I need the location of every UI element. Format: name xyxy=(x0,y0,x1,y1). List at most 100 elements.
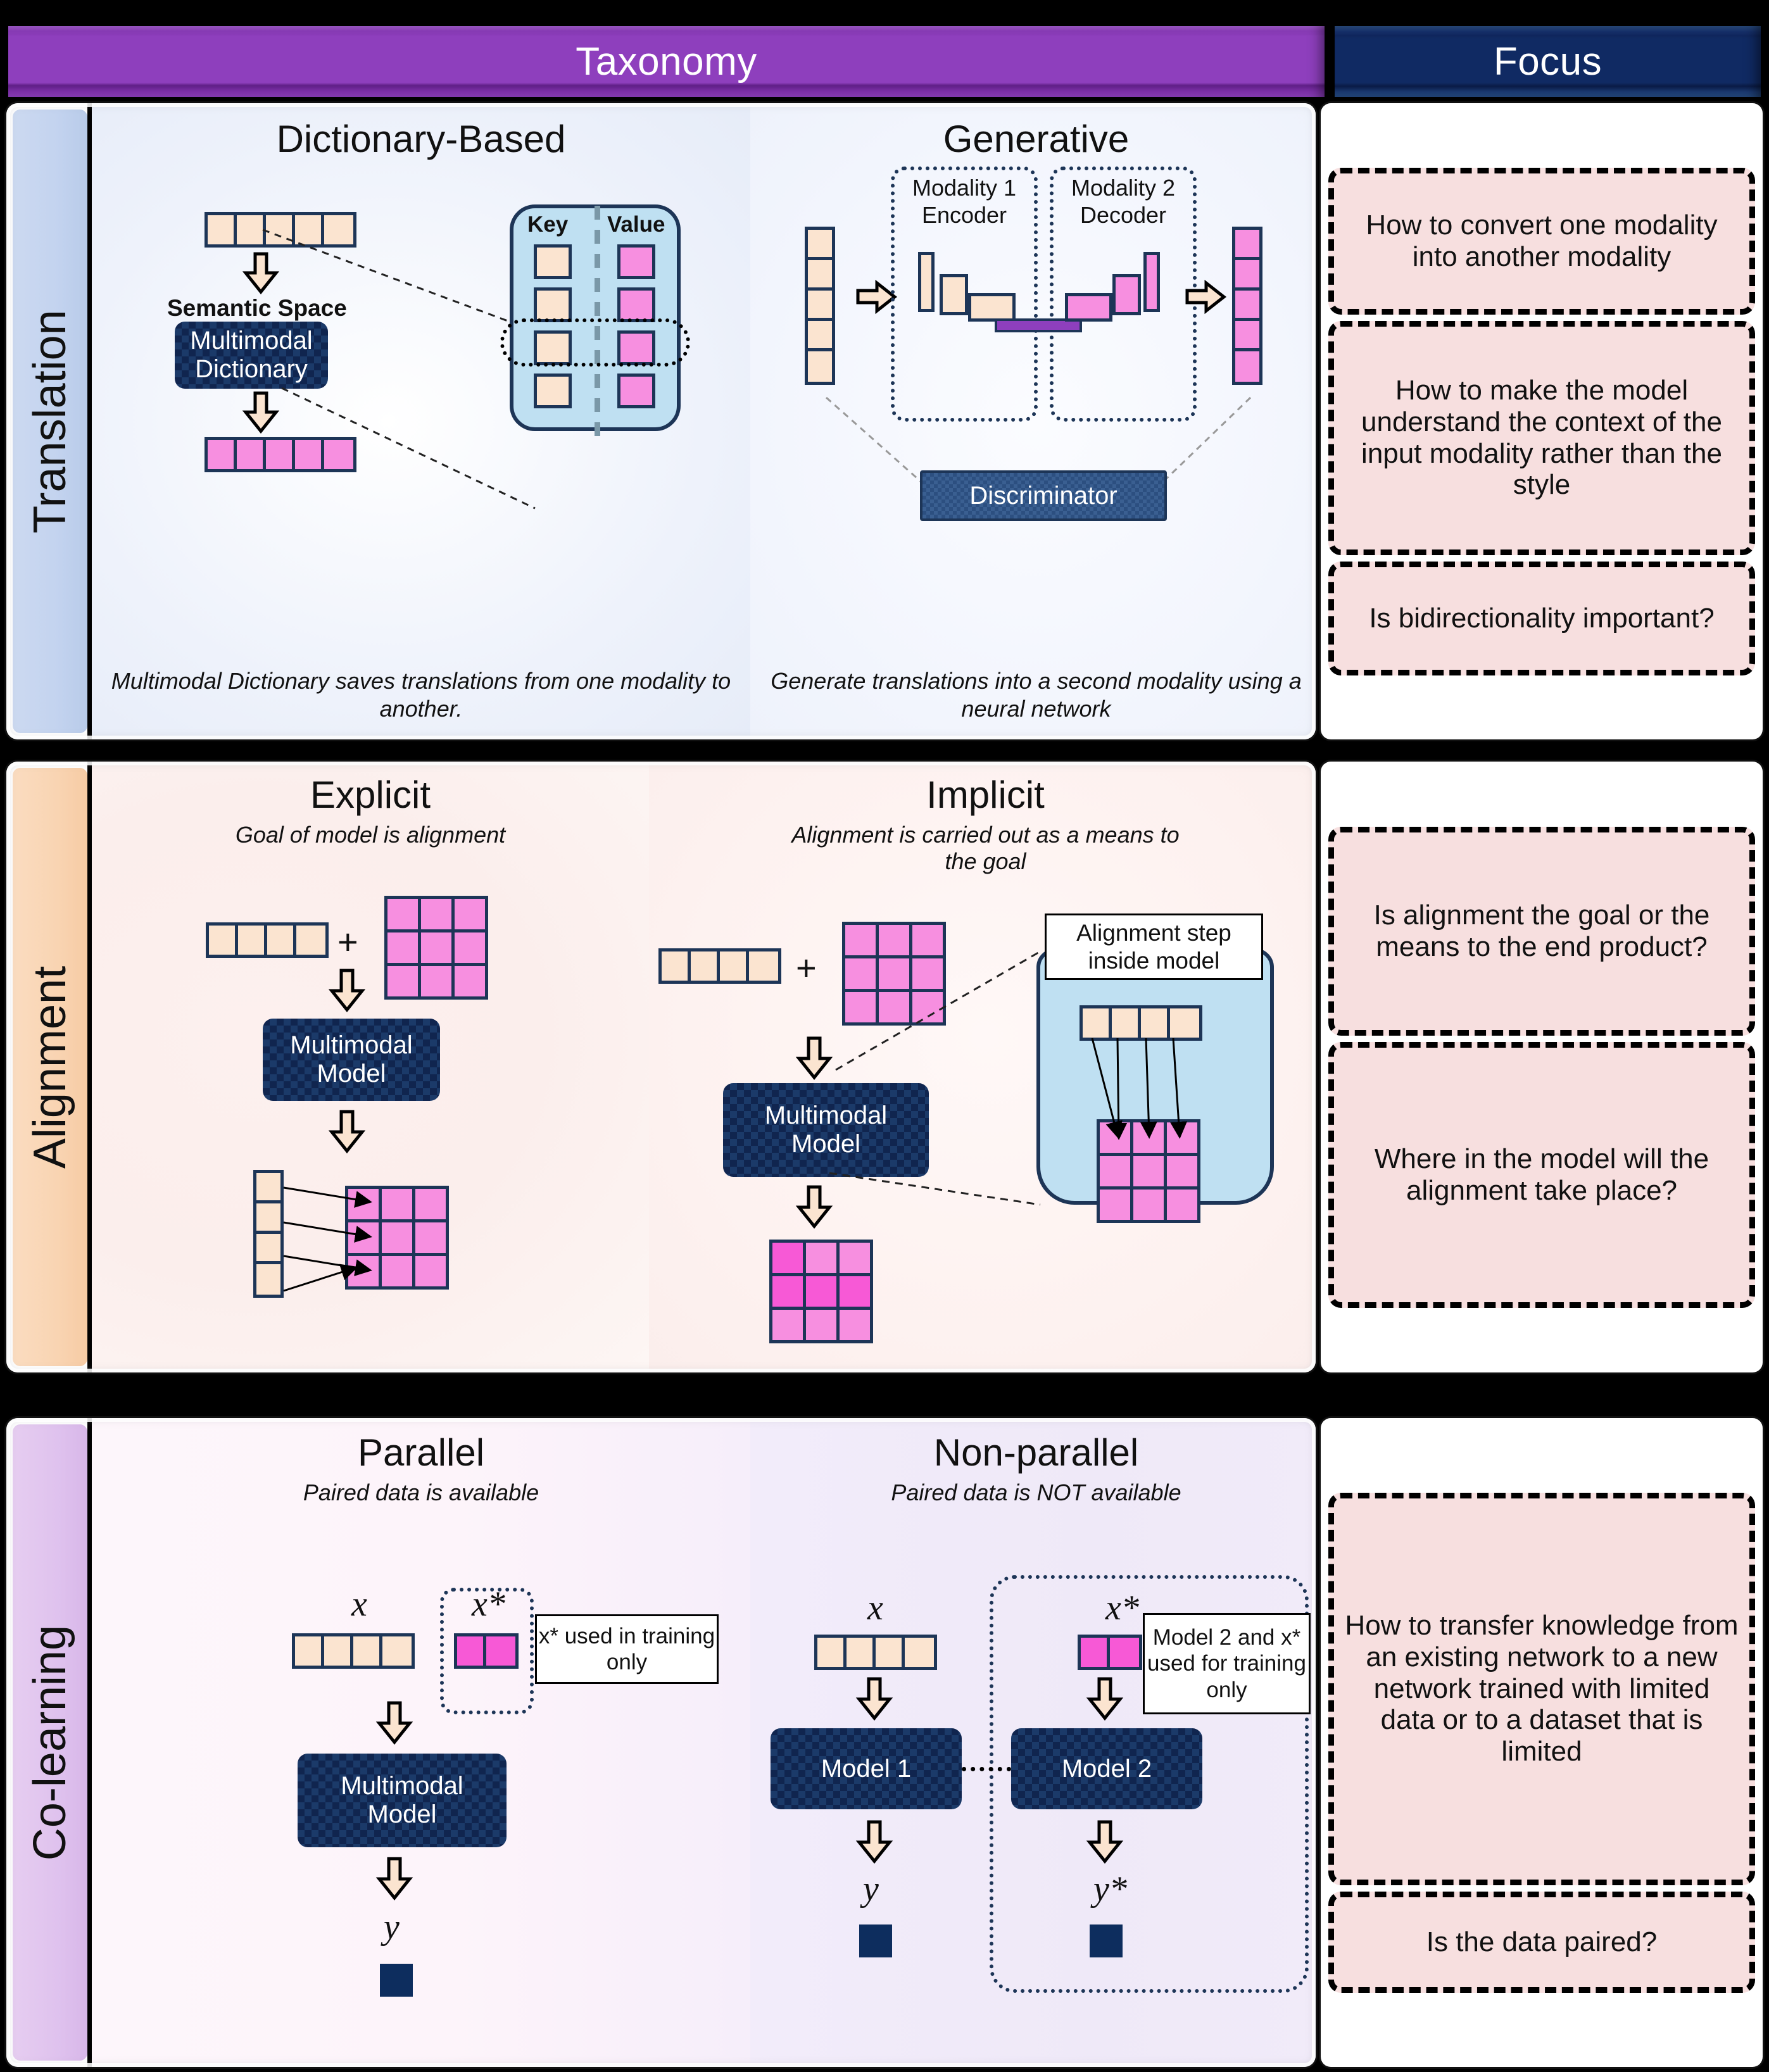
model1-box: Model 1 xyxy=(771,1728,962,1809)
panel-subtitle-implicit: Alignment is carried out as a means to t… xyxy=(791,822,1180,874)
discriminator-leader-lines xyxy=(826,396,1252,484)
panel-title-generative: Generative xyxy=(943,118,1130,160)
panel-subtitle-parallel: Paired data is available xyxy=(303,1479,539,1505)
dict-value-cell xyxy=(617,374,655,408)
x-symbol-label: x xyxy=(867,1588,883,1628)
category-divider xyxy=(87,762,92,1372)
alignment-callout-label: Alignment step inside model xyxy=(1076,919,1231,974)
dictionary-row-highlight xyxy=(500,318,690,367)
decoder-layer xyxy=(1143,252,1160,312)
taxonomy-header-label: Taxonomy xyxy=(576,39,757,84)
discriminator-box: Discriminator xyxy=(920,470,1167,521)
panel-nonparallel: Non-parallel Paired data is NOT availabl… xyxy=(750,1418,1316,2067)
focus-item: How to transfer knowledge from an existi… xyxy=(1328,1492,1755,1885)
dict-value-cell xyxy=(617,330,655,365)
explicit-input-sequence xyxy=(206,922,329,958)
down-arrow-icon-2 xyxy=(795,1185,833,1229)
y-star-symbol-label: y* xyxy=(1093,1869,1127,1909)
modality1-encoder-box xyxy=(891,166,1038,422)
value-column-header: Value xyxy=(607,212,665,237)
training-only-dotted-region xyxy=(990,1575,1309,1993)
focus-header-label: Focus xyxy=(1493,39,1602,84)
nonparallel-x-sequence xyxy=(814,1635,937,1670)
panel-subtitle-explicit: Goal of model is alignment xyxy=(235,822,506,848)
taxonomy-card-alignment: Alignment Explicit Goal of model is alig… xyxy=(6,762,1316,1372)
panels-colearning: Parallel Paired data is available x x* x… xyxy=(92,1418,1316,2067)
decoder-layer xyxy=(1112,274,1141,315)
output-sequence-pink xyxy=(205,437,356,472)
key-column-header: Key xyxy=(527,212,569,237)
taxonomy-header: Taxonomy xyxy=(6,24,1326,99)
down-arrow-icon xyxy=(242,252,280,295)
model-link-connector xyxy=(962,1767,1011,1771)
category-strip-alignment: Alignment xyxy=(13,768,87,1366)
dictionary-leader-lines xyxy=(262,229,536,510)
panel-title-dictionary-based: Dictionary-Based xyxy=(276,118,566,160)
encoder-layer xyxy=(968,293,1016,322)
dict-value-cell xyxy=(617,244,655,279)
header-bar: Taxonomy Focus xyxy=(0,0,1769,99)
y-symbol-label: y xyxy=(384,1907,400,1947)
down-arrow-icon-4 xyxy=(1086,1820,1124,1864)
panel-title-explicit: Explicit xyxy=(310,774,431,816)
model2-label: Model 2 xyxy=(1061,1754,1152,1783)
dict-key-cell xyxy=(534,244,572,279)
panel-subtitle-nonparallel: Paired data is NOT available xyxy=(891,1479,1181,1505)
dict-key-cell xyxy=(534,287,572,322)
down-arrow-icon xyxy=(375,1701,413,1745)
parallel-note-box: x* used in training only xyxy=(535,1614,719,1684)
focus-card-translation: How to convert one modality into another… xyxy=(1321,103,1763,739)
down-arrow-icon-2 xyxy=(242,391,280,434)
dictionary-pill: Key Value xyxy=(510,204,681,436)
x-star-symbol-label: x* xyxy=(1105,1588,1139,1628)
parallel-note-label: x* used in training only xyxy=(538,1623,715,1674)
implicit-input-sequence xyxy=(658,948,781,984)
generative-output-sequence xyxy=(1232,227,1262,385)
implicit-input-grid xyxy=(842,922,946,1026)
explicit-output-sequence xyxy=(253,1170,284,1298)
semantic-space-label: Semantic Space xyxy=(167,295,347,321)
model1-label: Model 1 xyxy=(821,1754,912,1783)
nonparallel-note-label: Model 2 and x* used for training only xyxy=(1147,1625,1306,1702)
focus-item: Is bidirectionality important? xyxy=(1328,561,1755,675)
panel-caption-dictionary-based: Multimodal Dictionary saves translations… xyxy=(111,668,731,722)
panel-explicit: Explicit Goal of model is alignment + Mu… xyxy=(92,762,649,1372)
dict-key-cell xyxy=(534,374,572,408)
alignment-callout-box: Alignment step inside model xyxy=(1045,914,1263,980)
category-divider xyxy=(87,103,92,739)
zoom-input-sequence xyxy=(1080,1005,1202,1041)
x-star-dotted-box xyxy=(440,1588,534,1714)
focus-item: Where in the model will the alignment ta… xyxy=(1328,1041,1755,1308)
latent-bar xyxy=(995,318,1082,332)
focus-header: Focus xyxy=(1333,24,1763,99)
down-arrow-icon-2 xyxy=(328,1110,366,1154)
decoder-layer xyxy=(1065,293,1112,322)
row-colearning: Co-learning Parallel Paired data is avai… xyxy=(6,1418,1763,2067)
parallel-x-star-sequence xyxy=(454,1633,519,1669)
panel-title-parallel: Parallel xyxy=(357,1431,485,1474)
implicit-output-grid xyxy=(769,1240,873,1343)
panel-dictionary-based: Dictionary-Based Semantic Space Multimod… xyxy=(92,103,750,739)
x-star-symbol-label: x* xyxy=(472,1585,505,1624)
panels-alignment: Explicit Goal of model is alignment + Mu… xyxy=(92,762,1316,1372)
nonparallel-y-output-cell xyxy=(859,1924,892,1957)
row-alignment: Alignment Explicit Goal of model is alig… xyxy=(6,762,1763,1372)
panels-translation: Dictionary-Based Semantic Space Multimod… xyxy=(92,103,1316,739)
panel-title-nonparallel: Non-parallel xyxy=(933,1431,1139,1474)
dict-key-cell xyxy=(534,330,572,365)
panel-title-implicit: Implicit xyxy=(926,774,1045,816)
explicit-input-grid xyxy=(384,896,488,1000)
alignment-zoom-pill xyxy=(1036,948,1274,1205)
plus-sign: + xyxy=(337,922,358,962)
parallel-x-sequence xyxy=(292,1633,415,1669)
down-arrow-icon-2 xyxy=(855,1820,893,1864)
